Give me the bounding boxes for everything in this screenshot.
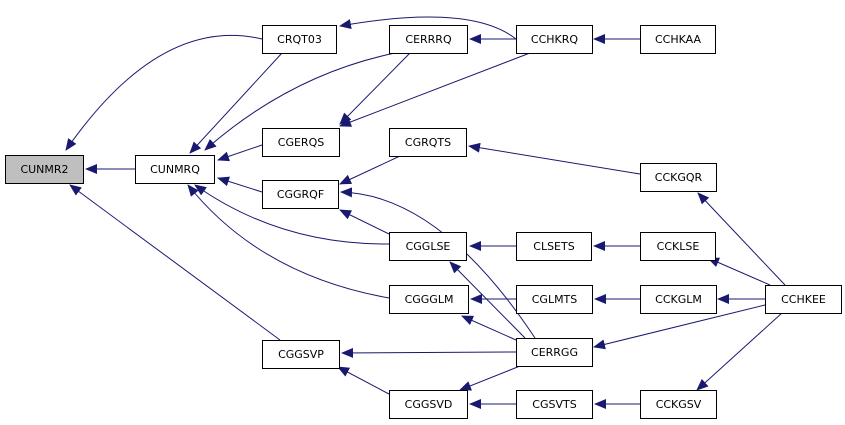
node-cunmrq[interactable]: CUNMRQ	[135, 155, 215, 184]
edge-cgglse-to-cggrqf	[339, 209, 390, 235]
node-cggrqf[interactable]: CGGRQF	[262, 180, 339, 209]
edge-cggrqf-to-cunmrq	[217, 176, 263, 193]
node-cerrgg[interactable]: CERRGG	[516, 338, 593, 367]
edge-cgrqts-to-cggrqf	[339, 155, 401, 185]
node-cgerqs[interactable]: CGERQS	[262, 128, 340, 157]
node-clsets[interactable]: CLSETS	[516, 232, 592, 261]
edge-cerrgg-to-cggglm	[461, 315, 517, 341]
edge-cchkee-to-cerrgg	[593, 304, 766, 350]
edge-cerrgg-to-cgglse	[449, 261, 526, 339]
node-cggglm[interactable]: CGGGLM	[389, 285, 469, 314]
node-cgsvts[interactable]: CGSVTS	[516, 390, 593, 419]
node-cerrrq[interactable]: CERRRQ	[389, 25, 468, 54]
node-cckgqr[interactable]: CCKGQR	[640, 163, 717, 192]
edge-cchkee-to-cckgsv	[696, 312, 783, 391]
node-crqt03[interactable]: CRQT03	[262, 25, 337, 54]
node-cckgsv[interactable]: CCKGSV	[640, 390, 717, 419]
edge-cggglm-to-cunmrq	[187, 184, 390, 299]
edge-crqt03-to-cunmrq	[189, 52, 283, 154]
edge-cerrgg-to-cggsvp	[341, 347, 517, 358]
edge-cerrrq-to-cunmrq	[204, 52, 396, 151]
node-cgrqts[interactable]: CGRQTS	[389, 128, 467, 157]
edge-cchkee-to-ccklse	[707, 257, 771, 286]
edge-cgglse-to-cunmrq	[194, 184, 390, 245]
edge-crqt03-to-cunmr2	[65, 34, 263, 151]
edge-cchkee-to-cchkgqr	[697, 192, 786, 286]
node-cggsvp[interactable]: CGGSVP	[262, 340, 340, 369]
node-cchkaa[interactable]: CCHKAA	[640, 25, 716, 54]
edge-cchkgqr-to-cgrqts	[468, 142, 641, 175]
node-cgglse[interactable]: CGGLSE	[389, 232, 467, 261]
node-cglmts[interactable]: CGLMTS	[516, 285, 593, 314]
node-cckglm[interactable]: CCKGLM	[640, 285, 717, 314]
node-cggsvd[interactable]: CGGSVD	[389, 390, 468, 419]
node-cchkee[interactable]: CCHKEE	[765, 285, 842, 314]
node-cchkrq[interactable]: CCHKRQ	[516, 25, 593, 54]
edge-cerrgg-to-cggrqf	[340, 187, 536, 339]
node-cunmr2: CUNMR2	[5, 155, 84, 184]
edge-cggsvd-to-cggsvp	[337, 366, 390, 395]
edge-cerrrq-to-cgerqs	[339, 52, 411, 125]
node-ccklse[interactable]: CCKLSE	[640, 232, 716, 261]
edge-cggsvp-to-cunmr2	[69, 184, 281, 341]
edge-layer	[65, 16, 786, 409]
edge-cchkrq-to-crqt03	[339, 16, 517, 40]
edge-cgerqs-to-cunmrq	[217, 144, 263, 162]
edge-cerrgg-to-cggsvd	[459, 365, 521, 391]
edge-cchkrq-to-cgerqs	[339, 52, 531, 127]
